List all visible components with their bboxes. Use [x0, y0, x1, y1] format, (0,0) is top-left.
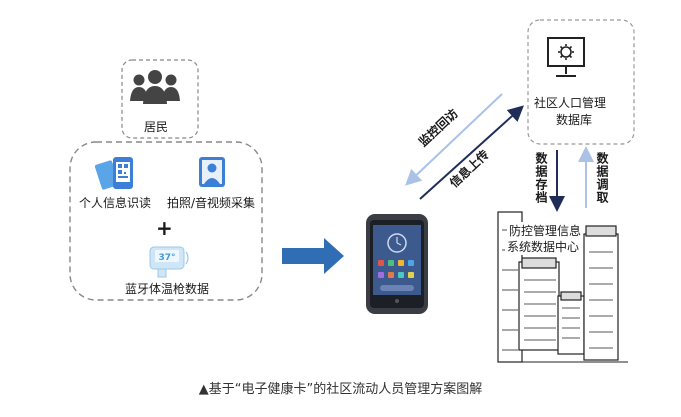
- server-label-line1: 防控管理信息: [507, 222, 584, 239]
- people-icon: [130, 70, 180, 104]
- thermometer-gun-icon: [149, 246, 189, 278]
- photo-av-label: 拍照/音视频采集: [167, 196, 256, 210]
- resident-label: 居民: [144, 120, 169, 134]
- thermometer-label: 蓝牙体温枪数据: [125, 282, 210, 296]
- server-label-line2: 系统数据中心: [505, 238, 582, 255]
- user-photo-icon: [199, 157, 225, 187]
- figure-caption: ▲基于“电子健康卡”的社区流动人员管理方案图解: [198, 382, 483, 397]
- flow-arrow: [282, 238, 344, 274]
- retrieve-label: 数据调取: [595, 152, 609, 204]
- monitor-arrow: [405, 93, 503, 186]
- id-card-qr-icon: [94, 157, 133, 190]
- id-read-label: 个人信息识读: [79, 196, 152, 210]
- database-label-line2: 数据库: [556, 113, 593, 127]
- smartphone-icon: [366, 214, 428, 314]
- archive-label: 数据存档: [534, 152, 548, 204]
- upload-arrow: [419, 105, 524, 200]
- thermometer-display: 37°: [158, 253, 175, 263]
- database-label-line1: 社区人口管理: [534, 96, 607, 110]
- plus-sign: +: [156, 216, 173, 240]
- monitor-gear-icon: [547, 37, 585, 77]
